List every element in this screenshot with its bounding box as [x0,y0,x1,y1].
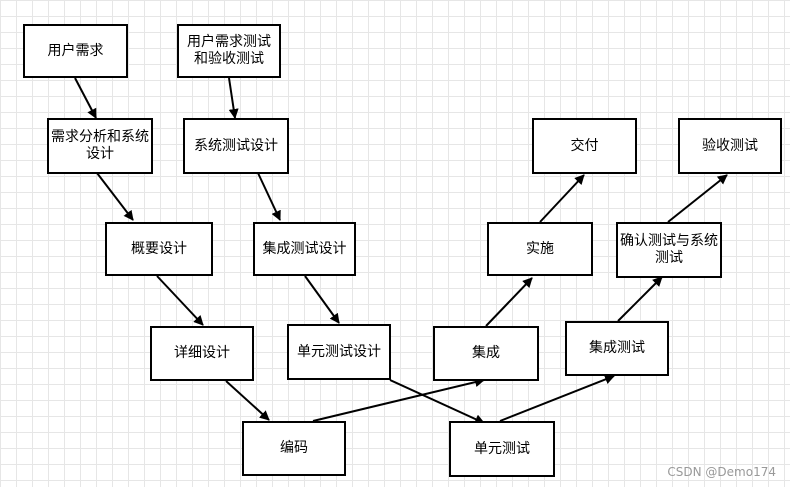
edge-inttest-to-confirmtest [617,276,663,322]
edge-detail-to-coding [225,380,270,421]
node-unit-test[interactable]: 单元测试 [449,421,555,477]
node-user-requirements-test[interactable]: 用户需求测试和验收测试 [177,24,281,78]
edge-analysis-to-overview [96,172,134,221]
edge-reqtest-to-systestdesign [228,77,239,119]
edge-confirmtest-to-acceptance [667,174,728,223]
node-integration[interactable]: 集成 [433,326,539,381]
edge-inttestdesign-to-unittestdesign [304,275,340,324]
edge-impl-to-deliver [539,174,585,223]
edge-coding-to-integration [312,377,485,422]
edge-req-to-analysis [74,77,97,119]
edge-systestdesign-to-inttestdesign [257,172,281,221]
node-coding[interactable]: 编码 [242,421,346,476]
node-detailed-design[interactable]: 详细设计 [150,326,254,381]
edge-overview-to-detail [156,275,204,326]
node-integration-test-design[interactable]: 集成测试设计 [253,222,356,276]
edge-integration-to-impl [485,277,533,327]
node-unit-test-design[interactable]: 单元测试设计 [287,324,391,380]
node-confirmation-test[interactable]: 确认测试与系统测试 [616,222,722,278]
edge-unittestdesign-to-unittest [389,379,485,424]
node-user-requirements[interactable]: 用户需求 [23,24,128,78]
node-system-test-design[interactable]: 系统测试设计 [183,118,289,174]
watermark: CSDN @Demo174 [667,465,776,479]
edge-unittest-to-inttest [499,374,615,422]
node-delivery[interactable]: 交付 [532,118,637,174]
node-implementation[interactable]: 实施 [487,222,593,276]
node-acceptance-test[interactable]: 验收测试 [678,118,782,174]
node-requirements-analysis[interactable]: 需求分析和系统设计 [47,118,153,174]
node-overview-design[interactable]: 概要设计 [105,222,213,276]
node-integration-test[interactable]: 集成测试 [565,321,669,376]
